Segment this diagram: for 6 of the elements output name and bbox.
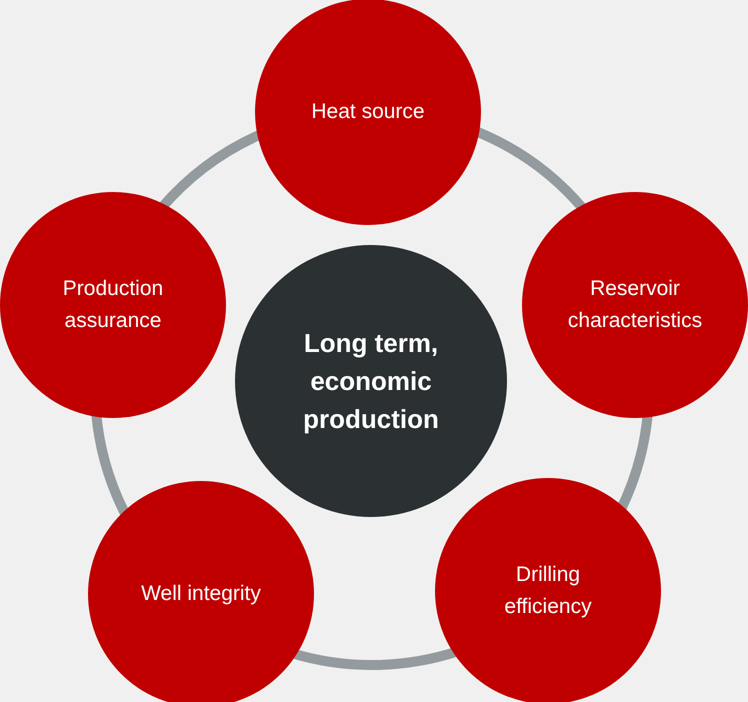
circle-label: Production assurance	[62, 276, 164, 334]
circle-label: Reservoir characteristics	[566, 276, 704, 334]
circle-label: Well integrity	[140, 581, 262, 607]
circle-label: Heat source	[310, 99, 426, 125]
circle-label: Long term, economic production	[302, 327, 440, 436]
circle-label: Drilling efficiency	[503, 562, 593, 620]
